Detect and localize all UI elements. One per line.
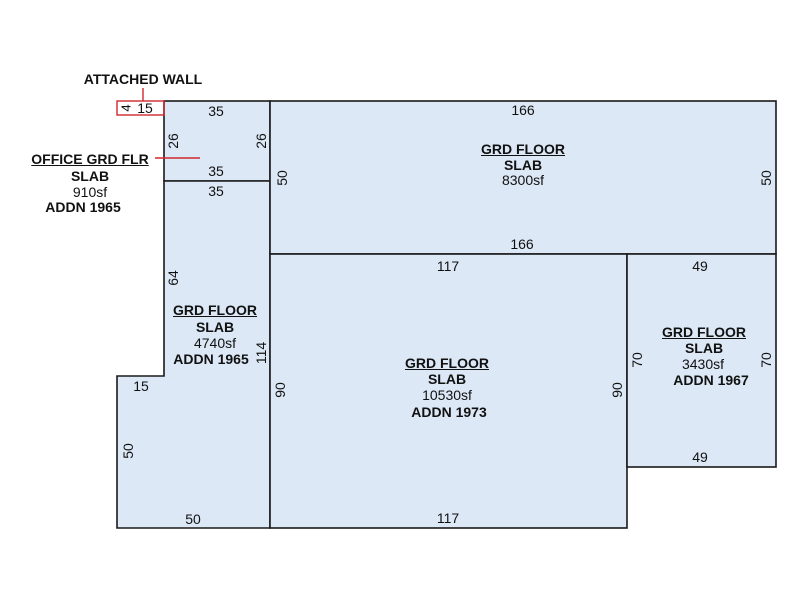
center-block-dim-top: 117: [436, 258, 460, 274]
left-wing-dim-step: 15: [133, 378, 149, 394]
attached-wall-length: 15: [137, 100, 153, 116]
attached-wall-label: ATTACHED WALL: [83, 71, 203, 87]
center-block-dim-left: 90: [272, 382, 288, 398]
left-wing-name: GRD FLOOR: [173, 302, 257, 318]
office-year: ADDN 1965: [45, 199, 121, 215]
attached-wall-box: [116, 100, 165, 116]
left-wing-dim-lower-left: 50: [120, 443, 136, 459]
top-block-dim-top: 166: [511, 102, 535, 118]
office-type: SLAB: [70, 168, 110, 184]
office-dim-right: 26: [253, 133, 269, 149]
office-dim-left: 26: [165, 133, 181, 149]
top-block-type: SLAB: [503, 157, 543, 173]
right-block-dim-bottom: 49: [692, 449, 708, 465]
center-block-year: ADDN 1973: [411, 404, 487, 420]
center-block-name: GRD FLOOR: [405, 355, 489, 371]
right-block-dim-top: 49: [692, 258, 708, 274]
top-block-area: [269, 100, 777, 255]
right-block-type: SLAB: [684, 340, 724, 356]
left-wing-year: ADDN 1965: [173, 351, 249, 367]
center-block-dim-bottom: 117: [436, 510, 460, 526]
center-block-area-text: 10530sf: [422, 387, 472, 403]
top-block-dim-right: 50: [758, 170, 774, 186]
top-block-dim-bottom: 166: [510, 236, 534, 252]
attached-wall-depth: 4: [118, 104, 134, 112]
office-area: [163, 100, 271, 182]
office-dim-bottom: 35: [208, 163, 224, 179]
office-area-text: 910sf: [72, 184, 108, 200]
center-block-dim-right: 90: [609, 382, 625, 398]
left-wing-dim-upper-left: 64: [165, 270, 181, 286]
right-block-year: ADDN 1967: [673, 372, 749, 388]
left-wing-dim-top: 35: [208, 183, 224, 199]
right-block-dim-right: 70: [758, 352, 774, 368]
left-wing-area-text: 4740sf: [193, 335, 237, 351]
right-block-dim-left: 70: [629, 352, 645, 368]
top-block-dim-left: 50: [274, 170, 290, 186]
center-block-area: [269, 253, 628, 529]
left-wing-type: SLAB: [195, 319, 235, 335]
right-block-area: [626, 253, 777, 468]
top-block-area-text: 8300sf: [501, 172, 545, 188]
office-dim-top: 35: [208, 103, 224, 119]
center-block-type: SLAB: [427, 371, 467, 387]
right-block-name: GRD FLOOR: [662, 324, 746, 340]
left-wing-dim-bottom: 50: [185, 511, 201, 527]
right-block-area-text: 3430sf: [681, 356, 725, 372]
left-wing-dim-right: 114: [253, 341, 269, 365]
office-name: OFFICE GRD FLR: [31, 151, 149, 167]
top-block-name: GRD FLOOR: [481, 141, 565, 157]
